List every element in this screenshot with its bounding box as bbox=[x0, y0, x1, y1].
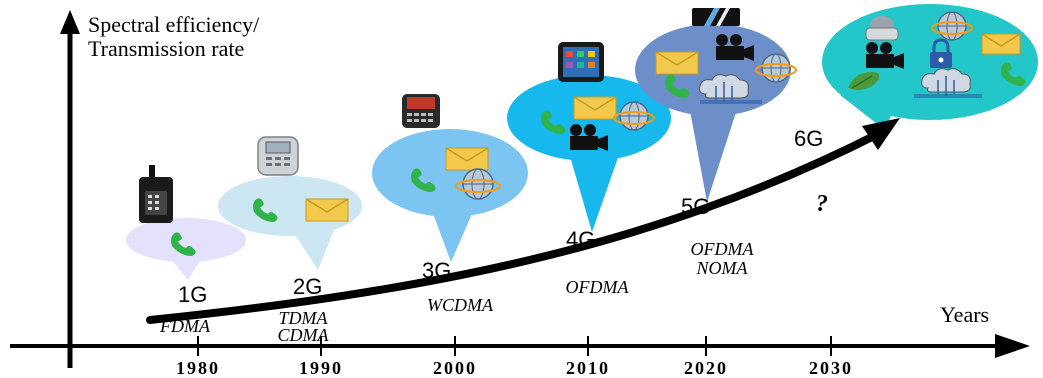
bubble-2g bbox=[218, 176, 362, 270]
generation-label-6g: 6G bbox=[794, 126, 823, 151]
x-axis-arrowhead bbox=[995, 334, 1030, 358]
year-label-2030: 2030 bbox=[809, 358, 853, 378]
video-camera-icon-5g bbox=[716, 34, 754, 61]
tech-label-ofdma-5g: OFDMA bbox=[691, 239, 755, 259]
globe-icon-4g bbox=[613, 101, 655, 131]
video-camera-icon-4g bbox=[570, 124, 608, 151]
phone-icon-5g bbox=[665, 74, 690, 98]
vr-headset-icon bbox=[865, 16, 899, 41]
tech-label-wcdma: WCDMA bbox=[427, 295, 494, 315]
growth-arrow bbox=[146, 129, 884, 324]
growth-arrowhead bbox=[862, 118, 900, 150]
generation-label-1g: 1G bbox=[178, 282, 207, 307]
phone-icon-3g bbox=[411, 168, 436, 192]
x-axis-title: Years bbox=[940, 302, 989, 327]
globe-icon-3g bbox=[455, 168, 501, 200]
car-phone-icon bbox=[139, 165, 173, 223]
year-label-2010: 2010 bbox=[566, 358, 610, 378]
tablet-icon bbox=[692, 8, 740, 26]
cloud-network-icon-5g bbox=[699, 74, 762, 104]
y-axis-title-line1: Spectral efficiency/ bbox=[88, 12, 260, 37]
mail-icon-2g bbox=[305, 198, 349, 222]
video-camera-icon-6g bbox=[866, 42, 904, 69]
phone-icon-2g bbox=[253, 198, 278, 222]
keyboard-phone-icon bbox=[402, 94, 440, 128]
globe-icon-5g bbox=[755, 53, 797, 83]
tech-label-noma: NOMA bbox=[696, 258, 749, 278]
mail-icon-6g bbox=[981, 33, 1021, 55]
tech-label-fdma: FDMA bbox=[159, 316, 211, 336]
generation-label-4g: 4G bbox=[566, 227, 595, 252]
year-labels: 1980 1990 2000 2010 2020 2030 bbox=[176, 358, 853, 378]
leaf-icon bbox=[848, 72, 880, 90]
smartphone-icon bbox=[558, 42, 604, 82]
tech-label-tdma: TDMA bbox=[279, 308, 329, 328]
y-axis-arrowhead bbox=[60, 10, 80, 34]
generation-label-2g: 2G bbox=[293, 274, 322, 299]
generation-label-5g: 5G bbox=[681, 194, 710, 219]
year-label-1990: 1990 bbox=[299, 358, 343, 378]
year-label-1980: 1980 bbox=[176, 358, 220, 378]
future-question-mark: ? bbox=[816, 191, 828, 217]
mail-icon-5g bbox=[655, 51, 699, 75]
phone-icon-6g bbox=[1001, 62, 1026, 86]
feature-phone-icon bbox=[257, 136, 299, 176]
mail-icon-4g bbox=[573, 96, 617, 120]
lock-icon bbox=[930, 38, 952, 68]
globe-icon-6g bbox=[931, 11, 973, 41]
y-axis-title-line2: Transmission rate bbox=[88, 36, 244, 61]
year-label-2000: 2000 bbox=[433, 358, 477, 378]
phone-icon-1g bbox=[171, 232, 196, 256]
mail-icon-3g bbox=[445, 147, 489, 171]
phone-icon-4g bbox=[541, 110, 566, 134]
cloud-network-icon-6g bbox=[914, 68, 982, 98]
year-label-2020: 2020 bbox=[684, 358, 728, 378]
year-ticks bbox=[197, 336, 832, 356]
tech-label-cdma: CDMA bbox=[278, 325, 330, 345]
generation-label-3g: 3G bbox=[422, 258, 451, 283]
tech-label-ofdma-4g: OFDMA bbox=[566, 277, 630, 297]
bubble-1g bbox=[126, 218, 246, 280]
